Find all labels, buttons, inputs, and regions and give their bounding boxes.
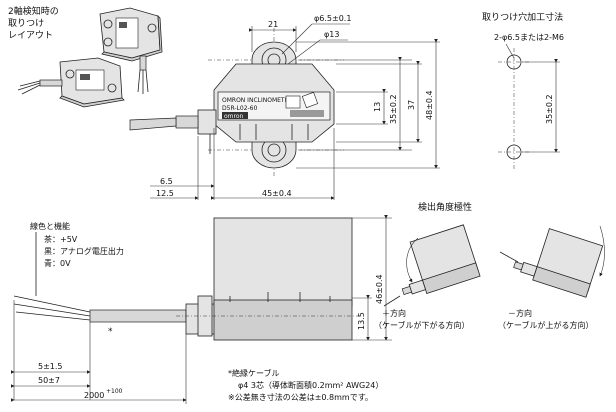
side-view-drawing: * 13.5 46±0.4 5±1.5 50±7 2000 +100 bbox=[11, 215, 392, 404]
wire-info-title: 線色と機能 bbox=[30, 221, 70, 231]
dim-hole: φ6.5±0.1 bbox=[314, 14, 351, 23]
polarity-minus-label: －方向 bbox=[508, 308, 532, 318]
mount-title: 取りつけ穴加工寸法 bbox=[482, 11, 563, 23]
dim-35: 35±0.2 bbox=[389, 94, 398, 124]
dim-21: 21 bbox=[268, 20, 278, 29]
dim-2000: 2000 bbox=[84, 391, 104, 400]
mount-hole-label: 2-φ6.5または2-M6 bbox=[494, 33, 564, 42]
layout-caption-line3: レイアウト bbox=[8, 30, 53, 41]
cable-star: * bbox=[108, 327, 113, 337]
dim-2000-tol: +100 bbox=[106, 388, 123, 395]
note-cable-spec: φ4 3芯（導体断面積0.2mm² AWG24） bbox=[238, 380, 383, 390]
notes: *絶縁ケーブル φ4 3芯（導体断面積0.2mm² AWG24） ※公差無き寸法… bbox=[228, 368, 383, 402]
top-view-label-brand: omron bbox=[224, 113, 244, 120]
layout-caption: 2軸検知時の 取りつけ レイアウト bbox=[8, 5, 59, 41]
wire-info-item: 茶：+5V bbox=[44, 234, 78, 244]
layout-caption-line2: 取りつけ bbox=[8, 18, 44, 29]
dim-45: 45±0.4 bbox=[262, 189, 292, 198]
polarity-title: 検出角度極性 bbox=[418, 201, 472, 213]
two-axis-layout-sketch bbox=[17, 7, 163, 108]
dim-48: 48±0.4 bbox=[425, 90, 434, 120]
note-cable-title: *絶縁ケーブル bbox=[228, 368, 280, 378]
polarity-plus-label: ＋方向 bbox=[382, 308, 406, 318]
top-view-drawing: OMRON INCLINOMETER D5R-L02-60 omron 21 φ… bbox=[129, 14, 440, 200]
top-view-label-model: D5R-L02-60 bbox=[222, 105, 257, 112]
top-view-label-plate: OMRON INCLINOMETER bbox=[222, 97, 293, 104]
dim-boss: φ13 bbox=[324, 30, 339, 39]
note-tolerance: ※公差無き寸法の公差は±0.8mmです。 bbox=[228, 392, 373, 402]
wire-info: 線色と機能 茶：+5V 黒：アナログ電圧出力 青：0V bbox=[30, 221, 124, 296]
dim-6-5: 6.5 bbox=[160, 177, 173, 186]
polarity-minus-sub: （ケーブルが上がる方向） bbox=[498, 320, 594, 330]
dim-46: 46±0.4 bbox=[375, 274, 384, 304]
dim-12-5: 12.5 bbox=[156, 189, 174, 198]
wire-info-item: 黒：アナログ電圧出力 bbox=[44, 246, 124, 256]
mount-dim: 35±0.2 bbox=[545, 94, 554, 124]
mounting-holes-drawing: 取りつけ穴加工寸法 2-φ6.5または2-M6 35±0.2 bbox=[482, 11, 564, 170]
dim-37: 37 bbox=[407, 100, 416, 110]
dim-13-5: 13.5 bbox=[357, 312, 366, 330]
dim-13: 13 bbox=[373, 102, 382, 112]
polarity-plus-sub: （ケーブルが下がる方向） bbox=[374, 320, 470, 330]
dim-5: 5±1.5 bbox=[38, 362, 63, 371]
layout-caption-line1: 2軸検知時の bbox=[8, 5, 59, 17]
polarity-diagram: 検出角度極性 ＋方向 （ケーブルが下がる方向） －方向 （ケーブルが上がる方向） bbox=[374, 201, 605, 330]
dim-50: 50±7 bbox=[38, 376, 60, 385]
wire-info-item: 青：0V bbox=[44, 258, 71, 268]
